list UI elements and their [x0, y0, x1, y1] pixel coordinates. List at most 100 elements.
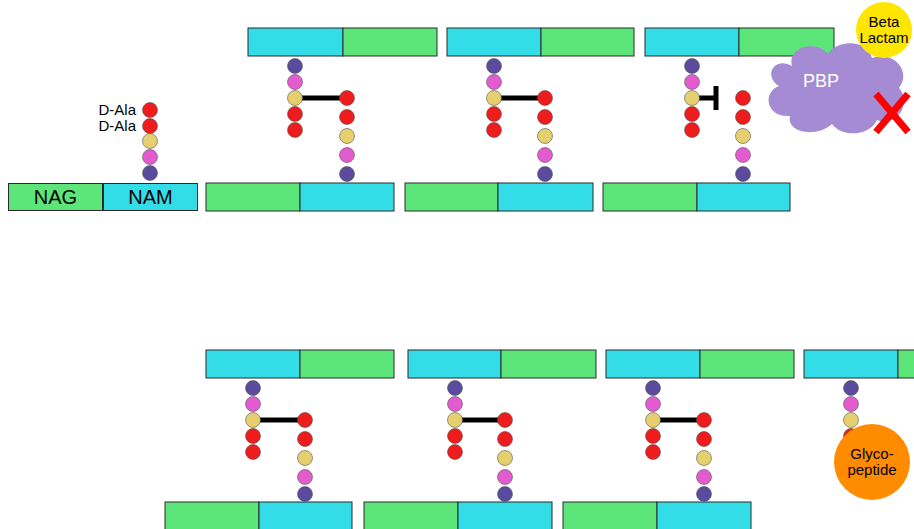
d-ala — [487, 123, 502, 138]
nag-box — [563, 502, 657, 529]
inhibition-cross — [876, 94, 908, 132]
nag-box — [405, 183, 498, 211]
drug-circle: Glyco- peptide — [834, 424, 910, 500]
d-ala — [498, 432, 513, 447]
node-text: NAM — [128, 186, 172, 208]
blocked-crosslink — [714, 86, 719, 110]
amino-acid — [246, 381, 261, 396]
nam-box — [697, 183, 790, 211]
amino-acid — [538, 167, 553, 182]
amino-acid — [340, 167, 355, 182]
amino-acid — [646, 397, 661, 412]
amino-acid — [697, 487, 712, 502]
d-ala — [736, 110, 751, 125]
amino-acid — [844, 381, 859, 396]
d-ala — [736, 91, 751, 106]
amino-acid — [298, 470, 313, 485]
amino-acid — [844, 397, 859, 412]
amino-acid — [298, 487, 313, 502]
amino-acid — [685, 75, 700, 90]
d-ala — [246, 445, 261, 460]
nam-box — [248, 28, 343, 56]
d-ala — [288, 123, 303, 138]
amino-acid — [736, 129, 751, 144]
nam-box — [447, 28, 541, 56]
d-ala — [538, 91, 553, 106]
amino-acid — [340, 148, 355, 163]
nag-box — [300, 350, 394, 378]
nam-box — [259, 502, 352, 529]
amino-acid — [498, 487, 513, 502]
amino-acid — [685, 59, 700, 74]
d-ala — [487, 107, 502, 122]
amino-acid — [246, 397, 261, 412]
amino-acid — [288, 59, 303, 74]
amino-acid — [498, 451, 513, 466]
amino-acid — [538, 148, 553, 163]
d-ala — [340, 110, 355, 125]
nag-box — [541, 28, 634, 56]
amino-acid — [844, 413, 859, 428]
d-ala — [143, 103, 158, 118]
sugar-box: NAM — [103, 183, 198, 211]
d-ala — [685, 123, 700, 138]
d-ala — [685, 107, 700, 122]
d-ala — [646, 429, 661, 444]
amino-acid — [288, 75, 303, 90]
d-ala — [288, 107, 303, 122]
nag-box — [700, 350, 794, 378]
amino-acid — [646, 413, 661, 428]
nam-box — [606, 350, 700, 378]
nag-box — [603, 183, 697, 211]
amino-acid — [498, 470, 513, 485]
nag-box — [898, 350, 914, 378]
nag-box — [501, 350, 596, 378]
nam-box — [408, 350, 501, 378]
amino-acid — [646, 381, 661, 396]
node-text: Glyco- peptide — [838, 446, 906, 479]
amino-acid — [487, 59, 502, 74]
d-ala — [340, 91, 355, 106]
nag-box — [206, 183, 300, 211]
amino-acid — [685, 91, 700, 106]
nag-box — [364, 502, 458, 529]
node-text: PBP — [803, 72, 839, 92]
amino-acid — [288, 91, 303, 106]
amino-acid — [736, 167, 751, 182]
amino-acid — [246, 413, 261, 428]
d-ala — [697, 413, 712, 428]
residue-label: D-Ala — [56, 101, 136, 119]
d-ala — [498, 413, 513, 428]
amino-acid — [697, 470, 712, 485]
sugar-box: NAG — [8, 183, 103, 211]
d-ala — [143, 119, 158, 134]
amino-acid — [487, 75, 502, 90]
amino-acid — [697, 451, 712, 466]
d-ala — [448, 429, 463, 444]
amino-acid — [143, 150, 158, 165]
amino-acid — [448, 397, 463, 412]
nam-box — [804, 350, 898, 378]
residue-label: D-Ala — [56, 117, 136, 135]
amino-acid — [487, 91, 502, 106]
amino-acid — [736, 148, 751, 163]
d-ala — [298, 432, 313, 447]
nag-box — [343, 28, 437, 56]
d-ala — [697, 432, 712, 447]
amino-acid — [340, 129, 355, 144]
nam-box — [458, 502, 552, 529]
drug-circle: Beta Lactam — [856, 2, 912, 58]
d-ala — [646, 445, 661, 460]
amino-acid — [298, 451, 313, 466]
amino-acid — [143, 134, 158, 149]
d-ala — [246, 429, 261, 444]
amino-acid — [143, 166, 158, 181]
amino-acid — [448, 413, 463, 428]
nam-box — [498, 183, 593, 211]
nam-box — [206, 350, 300, 378]
nam-box — [300, 183, 394, 211]
nam-box — [645, 28, 739, 56]
nam-box — [657, 502, 751, 529]
d-ala — [538, 110, 553, 125]
nag-box — [165, 502, 259, 529]
